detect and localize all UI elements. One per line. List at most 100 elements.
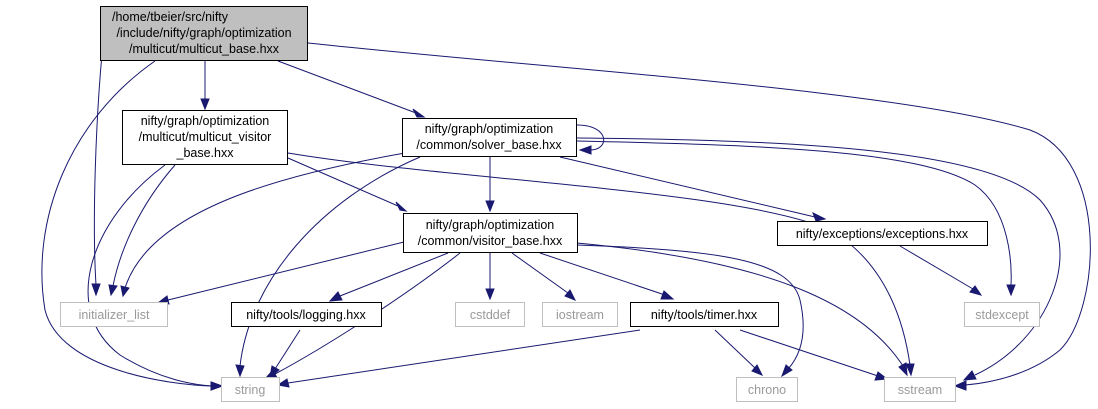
node-label-line: /common/solver_base.hxx [416,138,562,152]
node-label-line: chrono [748,383,786,397]
arrowhead [812,211,827,222]
arrowhead [1006,284,1016,297]
edge-solver-base-to-initializer-list [124,152,406,289]
node-box [777,221,988,246]
node-box [630,302,779,327]
edge-multicut-visitor-to-initializer-list [112,164,176,287]
node-label-line: _base.hxx [176,146,235,160]
arrowhead [564,289,577,301]
node-label-line: nifty/graph/optimization [141,114,270,128]
edge-visitor-base-to-initializer-list [167,241,405,301]
arrowhead [905,363,915,377]
node-box [455,302,525,327]
node-box [100,6,308,61]
nodes: /home/tbeier/src/nifty /include/nifty/gr… [60,6,1040,402]
node-box [884,377,956,402]
edge-visitor-base-to-timer [539,252,666,296]
node-box [221,377,280,402]
node-timer[interactable]: nifty/tools/timer.hxx [630,302,779,327]
edge-solver-base-to-exceptions [559,156,816,218]
node-label-line: /multicut/multicut_base.hxx [129,42,280,56]
node-box [60,302,168,327]
edge-visitor-base-to-sstream [576,242,904,367]
node-label-line: nifty/graph/optimization [425,122,554,136]
edge-solver-base-self-loop [576,124,605,151]
node-iostream: iostream [542,302,618,327]
node-stdexcept: stdexcept [964,302,1040,327]
node-label-line: stdexcept [975,308,1029,322]
node-initializer-list: initializer_list [60,302,168,327]
arrowhead [962,370,977,381]
node-logging[interactable]: nifty/tools/logging.hxx [231,302,382,327]
edge-visitor-base-to-logging [339,252,449,297]
node-string: string [221,377,280,402]
arrowhead [235,364,245,378]
node-label-line: cstddef [470,308,511,322]
node-label-line: nifty/tools/timer.hxx [651,308,758,322]
arrowhead [953,380,967,391]
arrowhead [898,362,908,377]
arrowhead [395,201,408,212]
node-label-line: nifty/graph/optimization [426,218,555,232]
edge-solver-base-to-sstream [576,137,1061,376]
arrowhead [269,365,280,379]
edge-logging-to-string [274,329,301,370]
edges [41,42,1091,391]
edge-root-to-solver-base [277,60,417,114]
node-sstream: sstream [884,377,956,402]
edge-timer-to-chrono [714,329,756,369]
arrowhead [660,290,675,300]
node-label-line: nifty/tools/logging.hxx [246,308,366,322]
node-chrono: chrono [736,377,798,402]
arrowhead [120,285,130,298]
arrowhead [485,200,495,213]
arrowhead [969,285,983,296]
node-solver-base[interactable]: nifty/graph/optimization /common/solver_… [402,118,577,157]
node-multicut-visitor-base[interactable]: nifty/graph/optimization /multicut/multi… [122,110,288,165]
arrowhead [200,98,210,111]
edge-solver-base-to-stdexcept [576,140,1012,286]
edge-root-to-sstream [307,42,1091,386]
arrowhead [328,291,343,302]
node-label-line: /common/visitor_base.hxx [418,234,563,248]
arrowhead [751,364,764,376]
arrowhead [781,364,793,378]
node-box [736,377,798,402]
node-box [542,302,618,327]
edge-root-to-string [41,60,213,387]
edge-visitor-base-to-chrono [576,244,804,369]
edge-timer-to-sstream [739,329,879,377]
edge-solver-base-to-string [239,156,421,367]
node-box [231,302,382,327]
arrowhead [276,378,290,388]
edge-multicut-visitor-to-visitor-base [287,157,399,207]
node-box [403,213,578,253]
node-box [402,118,577,157]
edge-multicut-visitor-to-string [87,164,213,387]
node-label-line: string [235,383,266,397]
arrowhead [108,284,118,297]
edge-visitor-base-to-iostream [511,252,569,294]
node-visitor-base[interactable]: nifty/graph/optimization /common/visitor… [403,213,578,253]
node-label-line: /home/tbeier/src/nifty [112,10,229,24]
node-label-line: sstream [898,383,942,397]
node-label-line: iostream [556,308,604,322]
node-exceptions[interactable]: nifty/exceptions/exceptions.hxx [777,221,988,246]
arrowhead [412,108,426,118]
node-label-line: nifty/exceptions/exceptions.hxx [796,227,969,241]
arrowhead [91,283,101,297]
node-multicut-base-root[interactable]: /home/tbeier/src/nifty /include/nifty/gr… [100,6,308,61]
node-label-line: initializer_list [79,308,150,322]
arrowhead [485,288,495,301]
edge-exceptions-to-stdexcept [899,245,974,290]
node-cstddef: cstddef [455,302,525,327]
node-box [964,302,1040,327]
arrowhead [210,381,224,391]
node-label-line: /include/nifty/graph/optimization [116,26,291,40]
edge-timer-to-string [287,329,641,384]
edge-root-to-initializer-list [93,53,103,286]
arrowhead [578,145,592,155]
node-box [122,110,288,165]
edge-multicut-visitor-to-sstream [287,152,911,366]
